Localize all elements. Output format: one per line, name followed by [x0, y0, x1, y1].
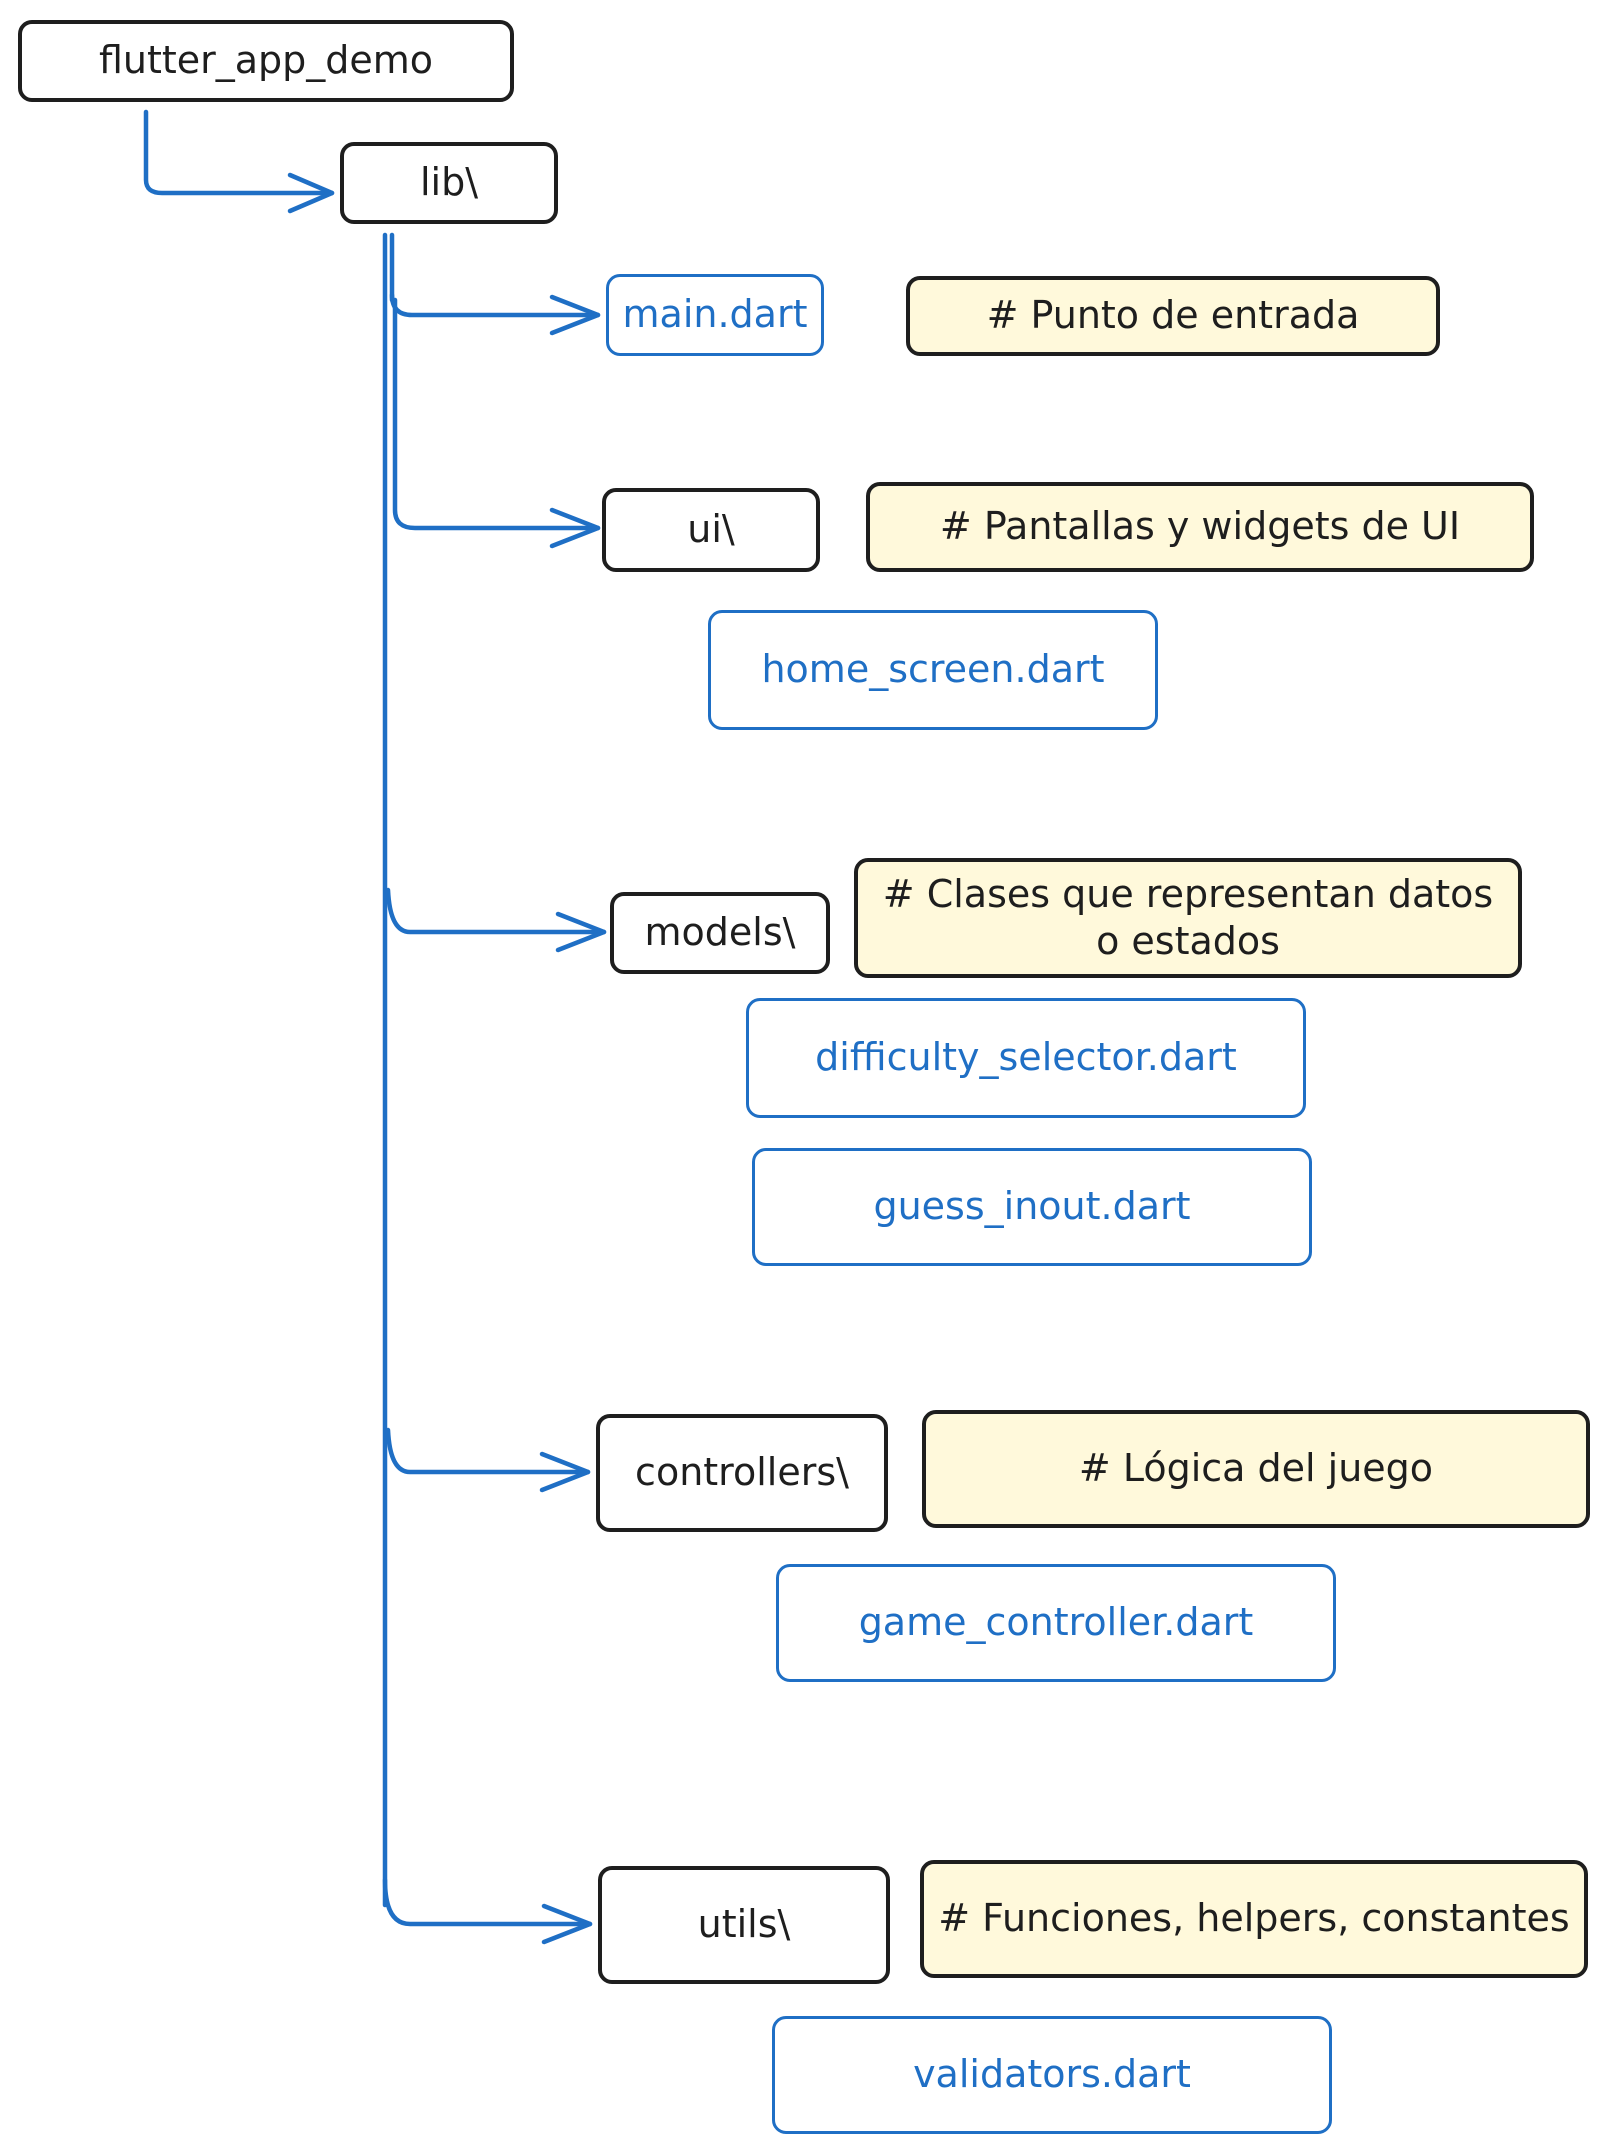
lib-folder-label: lib\	[419, 160, 479, 205]
guess-inout-file: guess_inout.dart	[752, 1148, 1312, 1266]
home-screen-file: home_screen.dart	[708, 610, 1158, 730]
guess-inout-label: guess_inout.dart	[873, 1184, 1191, 1229]
controllers-note-text: # Lógica del juego	[1078, 1446, 1434, 1491]
game-controller-file: game_controller.dart	[776, 1564, 1336, 1682]
root-folder-label: flutter_app_demo	[98, 38, 434, 83]
game-controller-label: game_controller.dart	[858, 1600, 1254, 1645]
utils-note-text: # Funciones, helpers, constantes	[938, 1896, 1570, 1941]
difficulty-selector-file: difficulty_selector.dart	[746, 998, 1306, 1118]
validators-file: validators.dart	[772, 2016, 1332, 2134]
arrowhead-lib	[287, 172, 335, 214]
arrowhead-controllers	[539, 1451, 591, 1493]
arrowhead-ui	[549, 507, 601, 549]
controllers-folder-label: controllers\	[635, 1450, 849, 1495]
home-screen-label: home_screen.dart	[761, 647, 1105, 692]
ui-note-text: # Pantallas y widgets de UI	[939, 504, 1461, 549]
utils-folder-label: utils\	[697, 1902, 791, 1947]
utils-folder: utils\	[598, 1866, 890, 1984]
ui-note: # Pantallas y widgets de UI	[866, 482, 1534, 572]
connector-models	[385, 887, 607, 935]
difficulty-selector-label: difficulty_selector.dart	[815, 1035, 1237, 1080]
controllers-folder: controllers\	[596, 1414, 888, 1532]
main-dart-file: main.dart	[606, 274, 824, 356]
connector-ui	[392, 297, 601, 531]
models-note: # Clases que representan datos o estados	[854, 858, 1522, 978]
connector-controllers	[385, 1427, 591, 1475]
models-folder-label: models\	[644, 910, 796, 955]
connector-root-lib	[143, 109, 335, 196]
main-dart-note-text: # Punto de entrada	[986, 293, 1360, 338]
ui-folder-label: ui\	[687, 507, 735, 552]
arrowhead-models	[555, 911, 607, 953]
ui-folder: ui\	[602, 488, 820, 572]
root-folder: flutter_app_demo	[18, 20, 514, 102]
arrowhead-main-dart	[549, 294, 601, 336]
connector-main-dart	[389, 292, 601, 318]
connector-utils	[382, 1877, 593, 1927]
arrowhead-utils	[541, 1903, 593, 1945]
main-dart-label: main.dart	[622, 292, 808, 337]
utils-note: # Funciones, helpers, constantes	[920, 1860, 1588, 1978]
validators-label: validators.dart	[913, 2052, 1191, 2097]
main-dart-note: # Punto de entrada	[906, 276, 1440, 356]
models-note-text: # Clases que representan datos o estados	[882, 871, 1494, 964]
controllers-note: # Lógica del juego	[922, 1410, 1590, 1528]
models-folder: models\	[610, 892, 830, 974]
lib-folder: lib\	[340, 142, 558, 224]
